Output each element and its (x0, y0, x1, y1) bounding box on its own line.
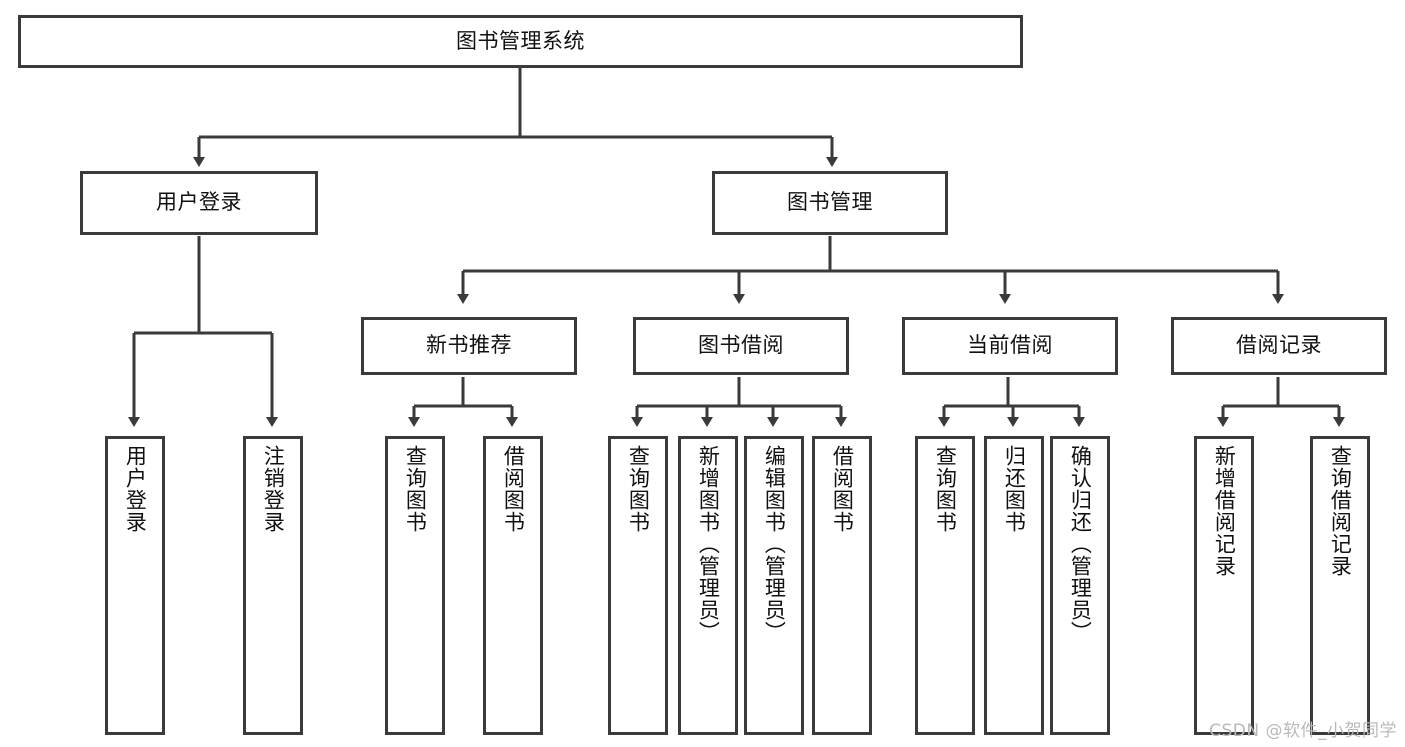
node-root-label: 图书管理系统 (456, 28, 585, 53)
node-new-book-recommend-label: 新书推荐 (426, 333, 512, 358)
leaf-search-book-current-label: 查询图书 (933, 445, 958, 533)
leaf-return-book[interactable]: 归还图书 (984, 436, 1044, 735)
leaf-edit-book-admin-label: 编辑图书（管理员） (762, 445, 787, 643)
node-current-borrow[interactable]: 当前借阅 (902, 317, 1118, 375)
node-root[interactable]: 图书管理系统 (18, 15, 1023, 68)
watermark: CSDN @软件_小贺同学 (1209, 721, 1397, 741)
node-book-management-label: 图书管理 (787, 190, 873, 215)
leaf-add-borrow-record[interactable]: 新增借阅记录 (1194, 436, 1254, 735)
leaf-search-book-recommend-label: 查询图书 (403, 445, 428, 533)
leaf-search-book-recommend[interactable]: 查询图书 (385, 436, 445, 735)
node-user-login-label: 用户登录 (156, 190, 242, 215)
leaf-search-book-borrow-label: 查询图书 (626, 445, 651, 533)
leaf-borrow-book[interactable]: 借阅图书 (812, 436, 872, 735)
leaf-borrow-book-label: 借阅图书 (830, 445, 855, 533)
leaf-search-borrow-record-label: 查询借阅记录 (1328, 445, 1353, 577)
leaf-edit-book-admin[interactable]: 编辑图书（管理员） (744, 436, 804, 735)
leaf-logout[interactable]: 注销登录 (243, 436, 303, 735)
leaf-user-login-label: 用户登录 (123, 445, 148, 533)
node-book-management[interactable]: 图书管理 (712, 171, 948, 235)
leaf-user-login[interactable]: 用户登录 (105, 436, 165, 735)
leaf-return-book-label: 归还图书 (1002, 445, 1027, 533)
node-book-borrow[interactable]: 图书借阅 (633, 317, 849, 375)
leaf-add-borrow-record-label: 新增借阅记录 (1212, 445, 1237, 577)
leaf-borrow-book-recommend[interactable]: 借阅图书 (483, 436, 543, 735)
leaf-add-book-admin[interactable]: 新增图书（管理员） (678, 436, 738, 735)
node-user-login[interactable]: 用户登录 (80, 171, 318, 235)
node-book-borrow-label: 图书借阅 (698, 333, 784, 358)
node-current-borrow-label: 当前借阅 (967, 333, 1053, 358)
leaf-confirm-return-admin[interactable]: 确认归还（管理员） (1050, 436, 1110, 735)
leaf-search-book-borrow[interactable]: 查询图书 (608, 436, 668, 735)
leaf-borrow-book-recommend-label: 借阅图书 (501, 445, 526, 533)
leaf-search-book-current[interactable]: 查询图书 (915, 436, 975, 735)
node-borrow-record[interactable]: 借阅记录 (1171, 317, 1387, 375)
leaf-add-book-admin-label: 新增图书（管理员） (696, 445, 721, 643)
leaf-confirm-return-admin-label: 确认归还（管理员） (1068, 445, 1093, 643)
node-new-book-recommend[interactable]: 新书推荐 (361, 317, 577, 375)
leaf-search-borrow-record[interactable]: 查询借阅记录 (1310, 436, 1370, 735)
node-borrow-record-label: 借阅记录 (1236, 333, 1322, 358)
leaf-logout-label: 注销登录 (261, 445, 286, 533)
